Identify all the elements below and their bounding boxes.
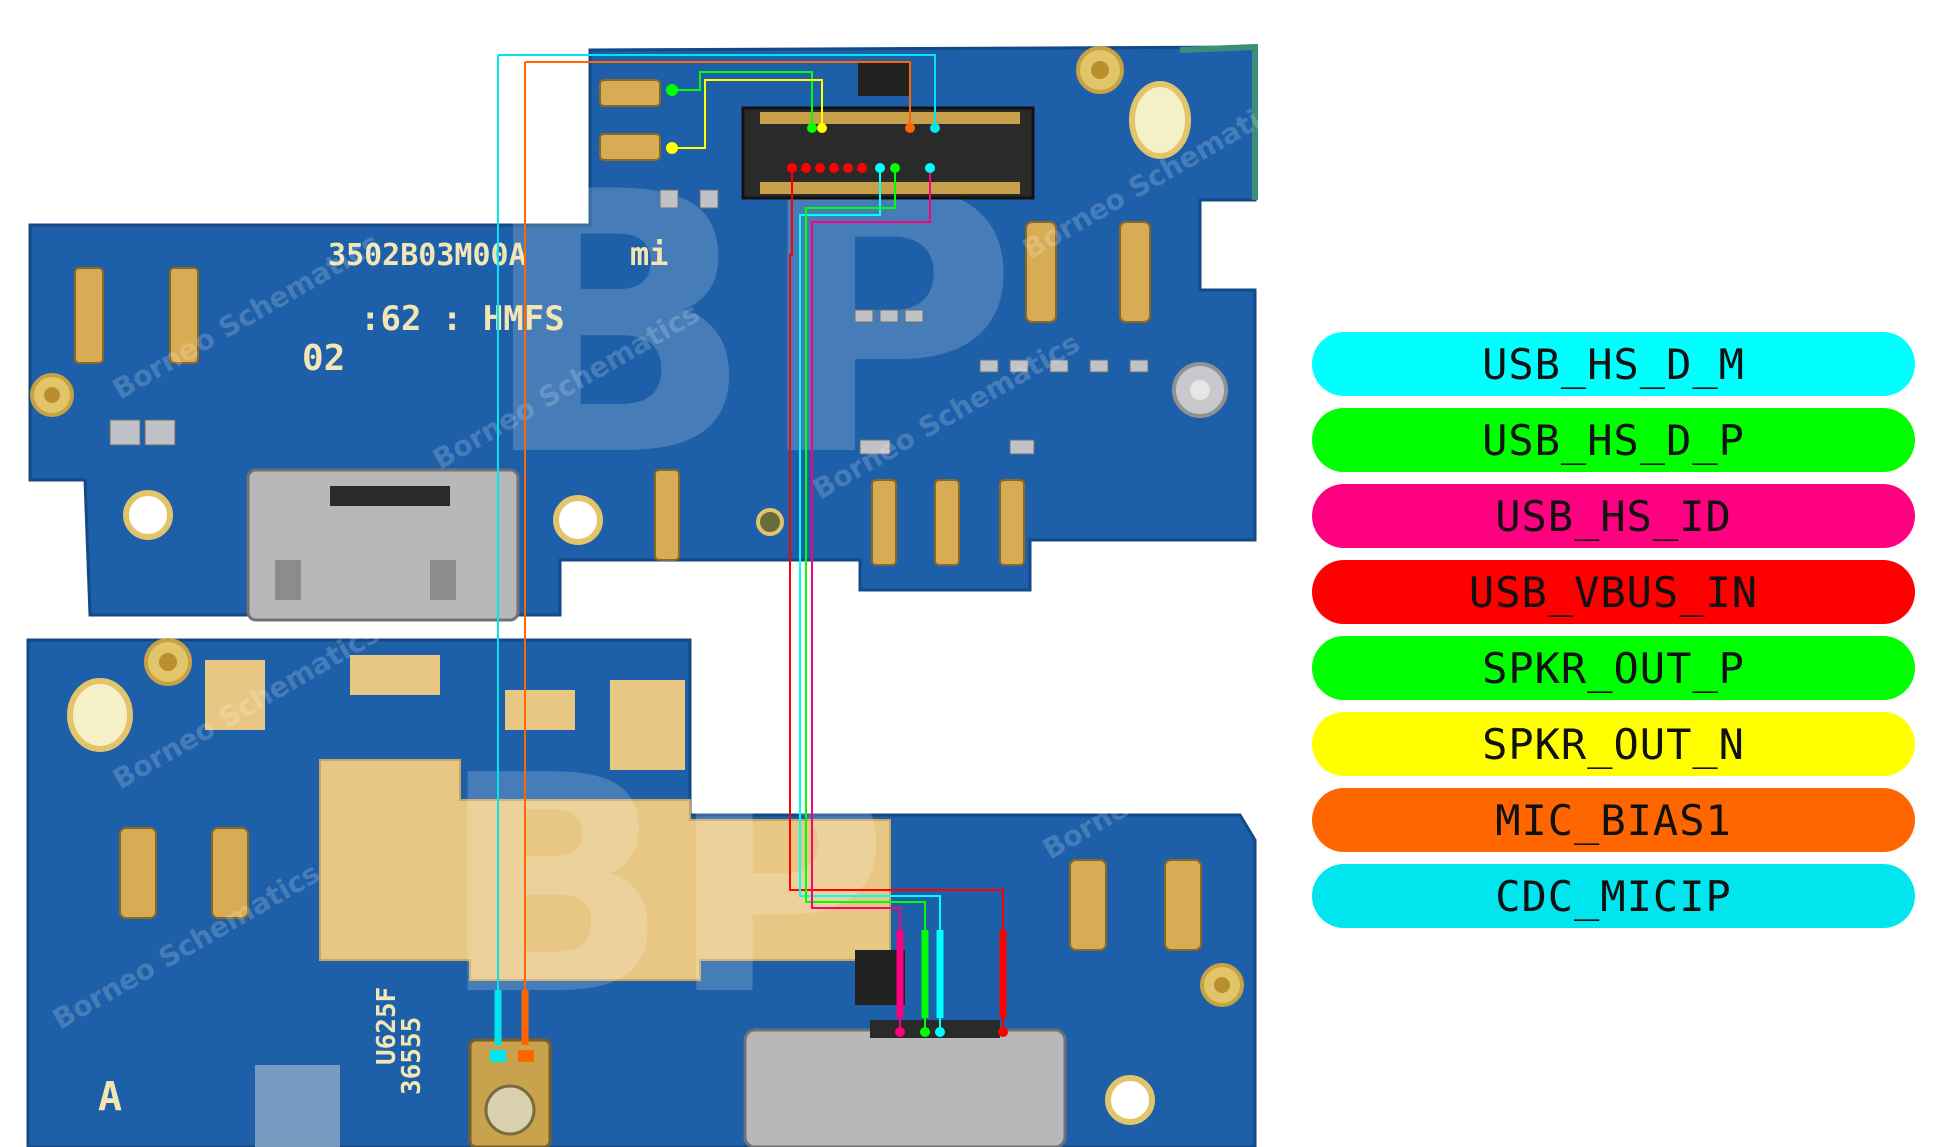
- brand-logo-silk: mi: [630, 235, 669, 273]
- chip-marking-1: U625F: [372, 987, 402, 1065]
- bottom-board: BP A U625F 36555 Borneo Schematics Borne…: [26, 616, 1280, 1147]
- legend-label: SPKR_OUT_N: [1482, 719, 1745, 769]
- legend-item-usb-hs-d-m: USB_HS_D_M: [1312, 332, 1915, 396]
- pcb-photo: BP 3502B03M00A mi :62 : HMFS 02: [26, 43, 1280, 1147]
- legend-item-usb-hs-id: USB_HS_ID: [1312, 484, 1915, 548]
- trace-mic-bias1: [525, 61, 911, 130]
- legend-label: CDC_MICIP: [1495, 871, 1732, 921]
- legend-label: USB_HS_ID: [1495, 491, 1732, 541]
- legend-item-cdc-micip: CDC_MICIP: [1312, 864, 1915, 928]
- legend-label: SPKR_OUT_P: [1482, 643, 1745, 693]
- revision-silk: 02: [302, 338, 345, 379]
- date-code-silk: :62 : HMFS: [360, 299, 565, 339]
- legend-item-spkr-out-n: SPKR_OUT_N: [1312, 712, 1915, 776]
- trace-spkr-out-p: [672, 71, 813, 130]
- legend-label: USB_VBUS_IN: [1468, 567, 1759, 617]
- trace-spkr-out-n: [672, 79, 823, 149]
- signal-traces: [494, 54, 1007, 1045]
- part-number-silk: 3502B03M00A: [328, 238, 527, 273]
- trace-cdc-micip: [498, 54, 936, 128]
- connector-pin-dots: [490, 84, 1008, 1062]
- chip-marking-2: 36555: [397, 1017, 427, 1095]
- trace-usb-hs-d-p: [805, 170, 926, 1030]
- legend-label: USB_HS_D_P: [1482, 415, 1745, 465]
- legend-item-mic-bias1: MIC_BIAS1: [1312, 788, 1915, 852]
- legend-label: USB_HS_D_M: [1482, 339, 1745, 389]
- trace-usb-vbus-in: [789, 170, 1004, 1030]
- legend-label: MIC_BIAS1: [1495, 795, 1732, 845]
- legend-item-spkr-out-p: SPKR_OUT_P: [1312, 636, 1915, 700]
- legend-item-usb-hs-d-p: USB_HS_D_P: [1312, 408, 1915, 472]
- bottom-marking-silk: A: [98, 1074, 122, 1120]
- top-board: BP 3502B03M00A mi :62 : HMFS 02: [28, 43, 1280, 622]
- svg-text:BP: BP: [440, 712, 889, 1061]
- trace-usb-hs-id: [811, 170, 931, 1030]
- pcb-illustration: BP 3502B03M00A mi :62 : HMFS 02: [26, 43, 1280, 1147]
- legend-item-usb-vbus-in: USB_VBUS_IN: [1312, 560, 1915, 624]
